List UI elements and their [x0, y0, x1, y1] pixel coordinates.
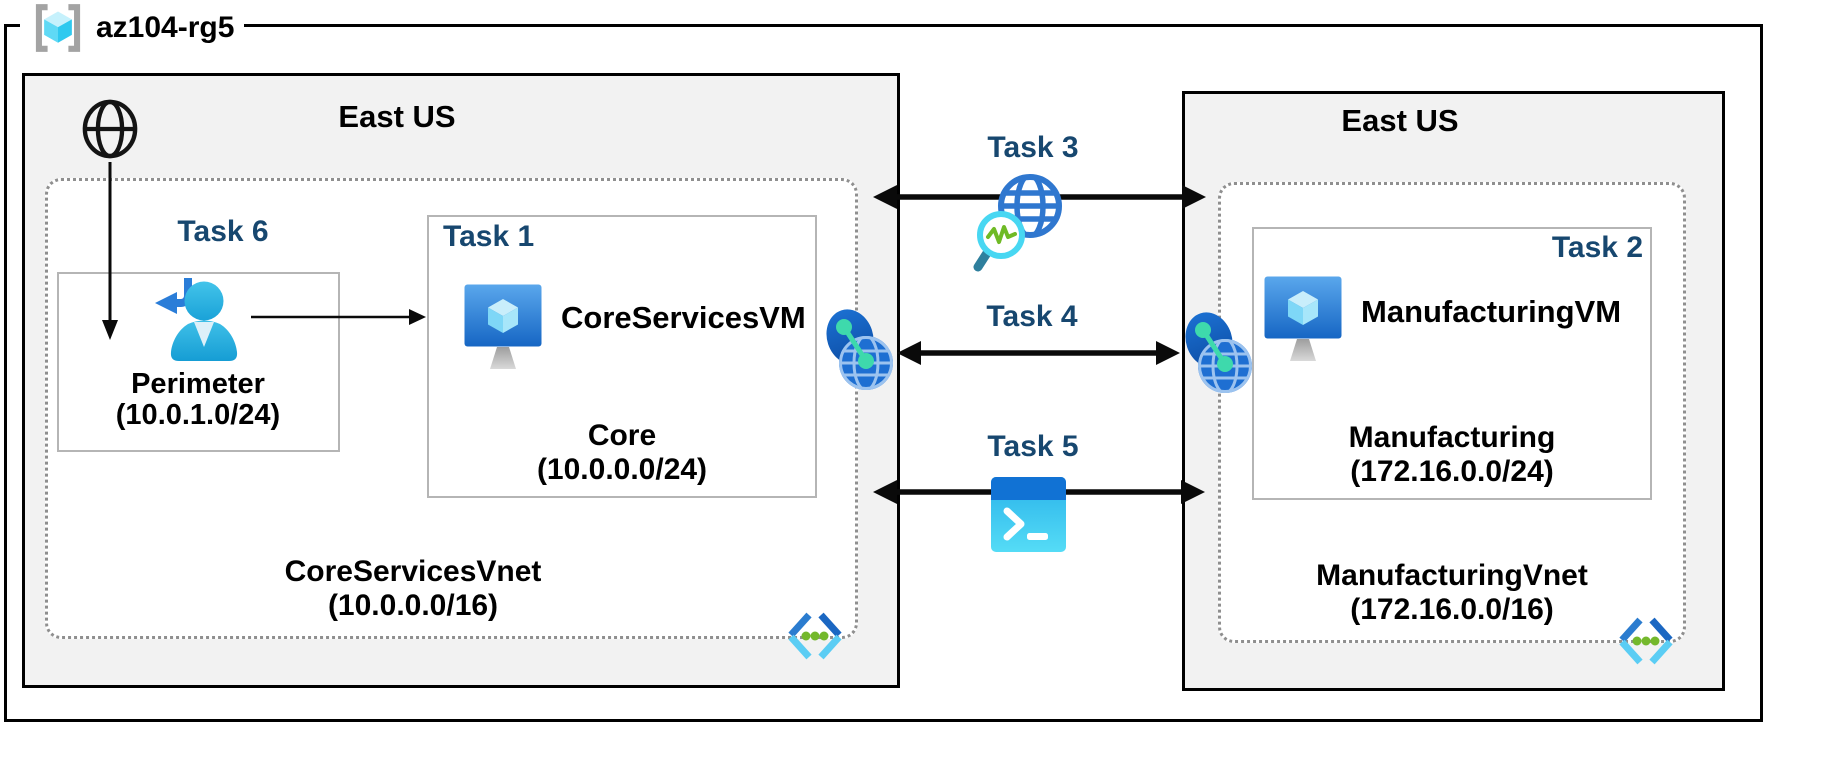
task4-label: Task 4 — [986, 300, 1078, 333]
network-watcher-icon — [973, 174, 1062, 272]
manufacturing-subnet-name: Manufacturing — [1348, 421, 1556, 454]
manufacturing-vnet-name: ManufacturingVnet — [1316, 559, 1588, 592]
core-vnet-name: CoreServicesVnet — [284, 555, 542, 588]
virtual-network-icon-left — [788, 612, 842, 660]
vnet-peering-icon-right — [1185, 312, 1252, 393]
core-subnet-box — [427, 215, 817, 498]
vnet-peering-icon-left — [826, 309, 893, 390]
core-subnet-cidr: (10.0.0.0/24) — [536, 453, 708, 486]
core-vnet-cidr: (10.0.0.0/16) — [327, 589, 499, 622]
task5-label: Task 5 — [987, 430, 1079, 463]
manufacturing-vm-name: ManufacturingVM — [1361, 294, 1622, 329]
sign-in-user-icon — [155, 278, 238, 361]
task6-label: Task 6 — [177, 215, 269, 248]
resource-group-icon — [35, 4, 81, 52]
left-region-title: East US — [338, 99, 456, 134]
cloud-shell-icon — [991, 477, 1066, 552]
task3-label: Task 3 — [987, 131, 1079, 164]
resource-group-name: az104-rg5 — [96, 11, 235, 44]
virtual-machine-icon — [464, 284, 542, 369]
manufacturing-vnet-cidr: (172.16.0.0/16) — [1350, 593, 1554, 626]
core-vm-name: CoreServicesVM — [561, 300, 806, 335]
resource-group-label: az104-rg5 — [20, 0, 245, 56]
internet-globe-icon — [82, 99, 138, 159]
virtual-network-icon-right — [1619, 617, 1673, 665]
core-subnet-name: Core — [587, 419, 657, 452]
task2-label: Task 2 — [1551, 231, 1643, 264]
manufacturing-subnet-box — [1252, 227, 1652, 500]
task1-label: Task 1 — [443, 220, 535, 253]
manufacturing-subnet-cidr: (172.16.0.0/24) — [1350, 455, 1554, 488]
right-region-title: East US — [1341, 103, 1459, 138]
perimeter-subnet-name: Perimeter — [131, 368, 265, 400]
virtual-machine-icon — [1264, 276, 1342, 361]
perimeter-subnet-cidr: (10.0.1.0/24) — [115, 399, 281, 431]
